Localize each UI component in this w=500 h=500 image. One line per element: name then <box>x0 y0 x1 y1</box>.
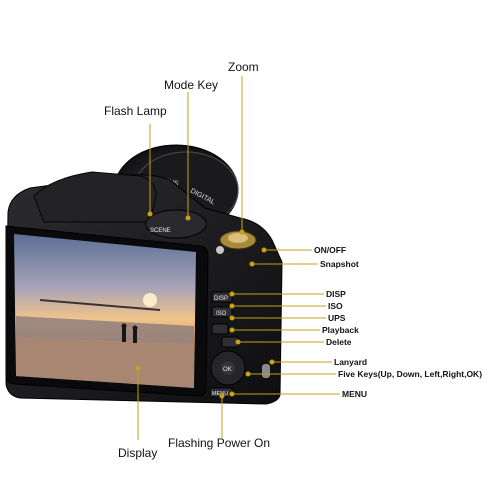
label-lanyard: Lanyard <box>334 357 368 367</box>
display-sea <box>16 316 194 344</box>
label-disp: DISP <box>326 289 346 299</box>
ok-button-text: OK <box>223 367 232 373</box>
label-flashing-power-on: Flashing Power On <box>168 436 271 450</box>
label-mode-key: Mode Key <box>164 78 219 92</box>
display-sun <box>143 293 157 307</box>
flash-housing <box>33 171 157 223</box>
label-ups: UPS <box>328 313 346 323</box>
iso-button[interactable] <box>211 306 233 318</box>
playback-button[interactable] <box>211 323 229 335</box>
label-five-keys: Five Keys(Up, Down, Left,Right,OK) <box>338 369 483 379</box>
disp-button[interactable] <box>211 291 233 303</box>
dial-scene-text: SCENE <box>150 228 171 234</box>
label-playback: Playback <box>322 325 359 335</box>
ok-button[interactable] <box>221 361 235 375</box>
label-flash-lamp: Flash Lamp <box>104 104 167 118</box>
label-menu: MENU <box>342 389 368 399</box>
label-on-off: ON/OFF <box>314 245 347 255</box>
mode-dial[interactable] <box>145 209 207 239</box>
label-zoom: Zoom <box>228 60 259 74</box>
iso-button-text: ISO <box>216 311 227 317</box>
display-silhouettes <box>121 323 138 343</box>
leader-lines <box>137 76 340 440</box>
lanyard-loop <box>262 364 270 378</box>
leader-dots <box>135 211 275 399</box>
menu-button-text: MENU <box>212 391 228 397</box>
shutter-button[interactable] <box>228 233 248 243</box>
label-snapshot: Snapshot <box>320 259 359 269</box>
display-pier <box>39 299 161 311</box>
disp-button-text: DISP <box>214 296 228 302</box>
label-iso: ISO <box>328 301 343 311</box>
display-beach <box>16 338 194 388</box>
power-button[interactable] <box>216 246 224 254</box>
label-display: Display <box>118 446 158 460</box>
label-delete: Delete <box>326 337 352 347</box>
